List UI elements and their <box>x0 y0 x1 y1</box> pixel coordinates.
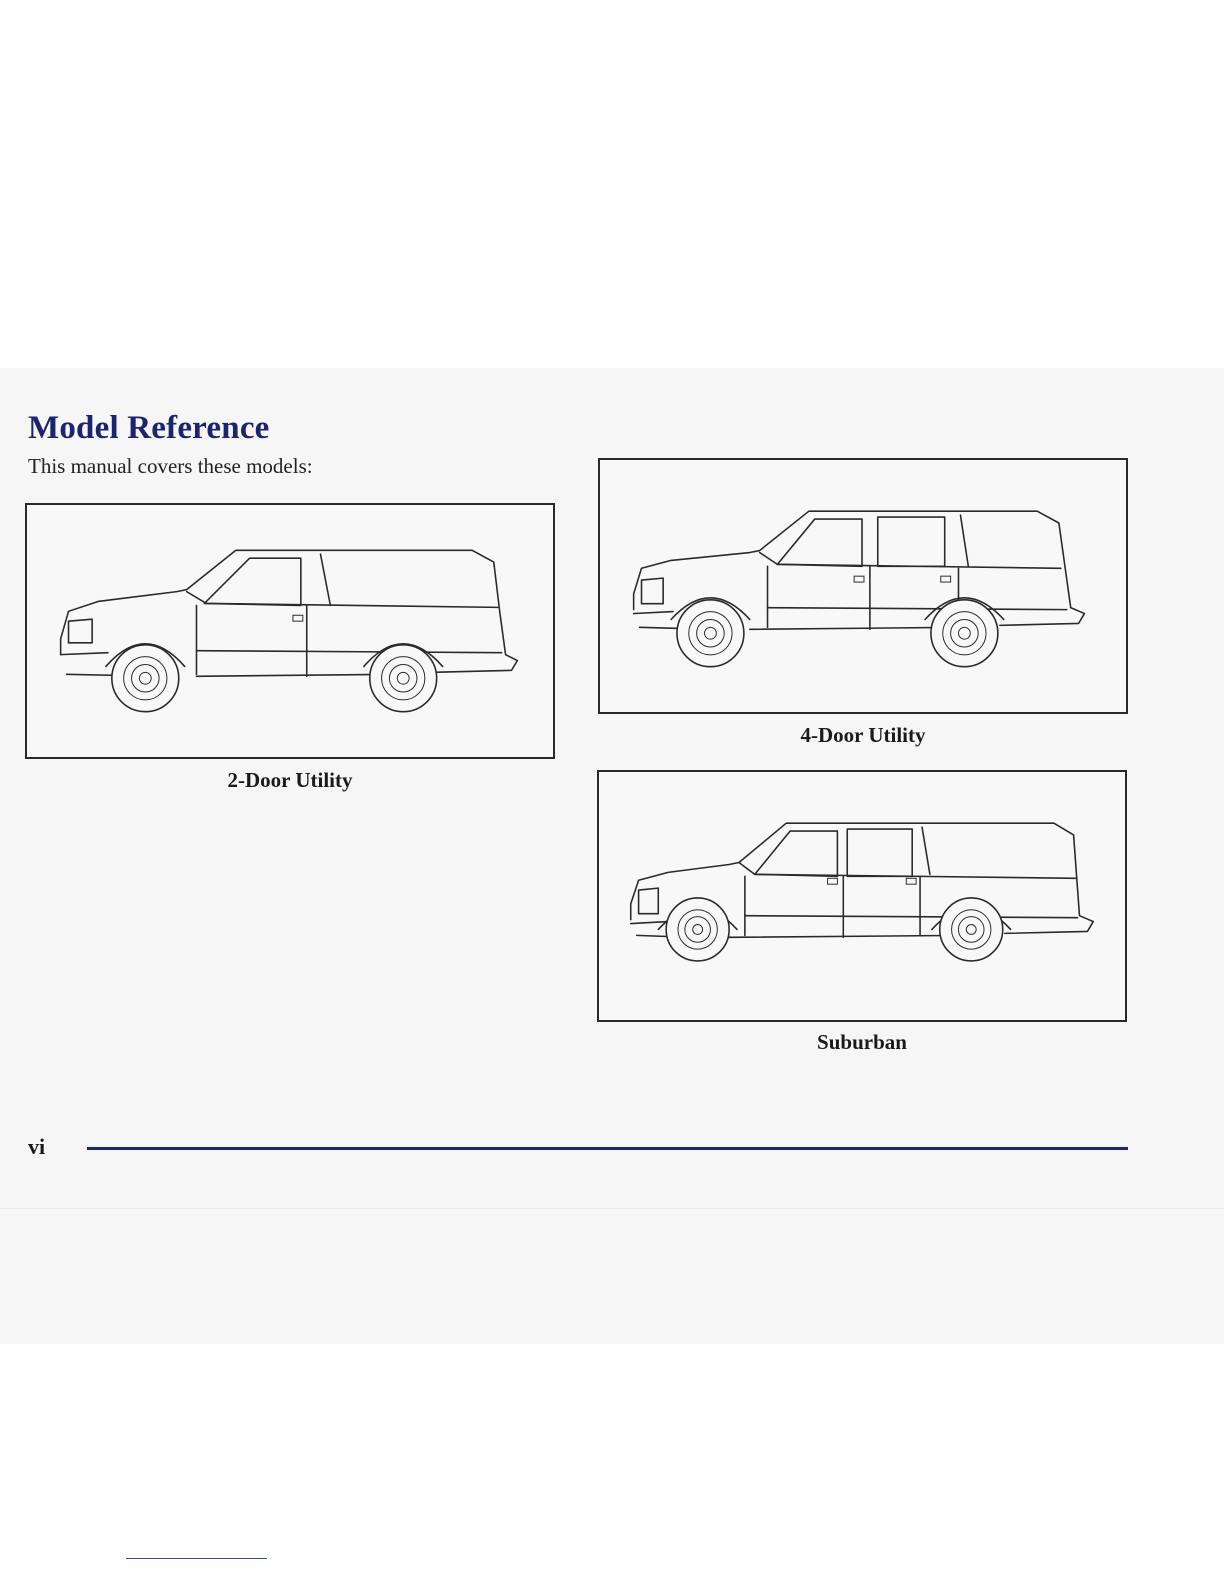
two-door-utility-caption: 2-Door Utility <box>25 768 555 793</box>
four-door-utility-caption: 4-Door Utility <box>598 723 1128 748</box>
page-number: vi <box>28 1134 45 1160</box>
footer-rule <box>87 1147 1128 1150</box>
scan-fold-line <box>0 1208 1224 1209</box>
two-door-utility-figure <box>25 503 555 759</box>
intro-text: This manual covers these models: <box>28 454 313 479</box>
two-door-utility-illustration <box>27 505 553 757</box>
four-door-utility-illustration <box>600 460 1126 712</box>
suburban-figure <box>597 770 1127 1022</box>
link-underline <box>126 1558 267 1559</box>
four-door-utility-figure <box>598 458 1128 714</box>
suburban-caption: Suburban <box>597 1030 1127 1055</box>
suburban-illustration <box>599 772 1125 1020</box>
page-title: Model Reference <box>28 410 270 447</box>
